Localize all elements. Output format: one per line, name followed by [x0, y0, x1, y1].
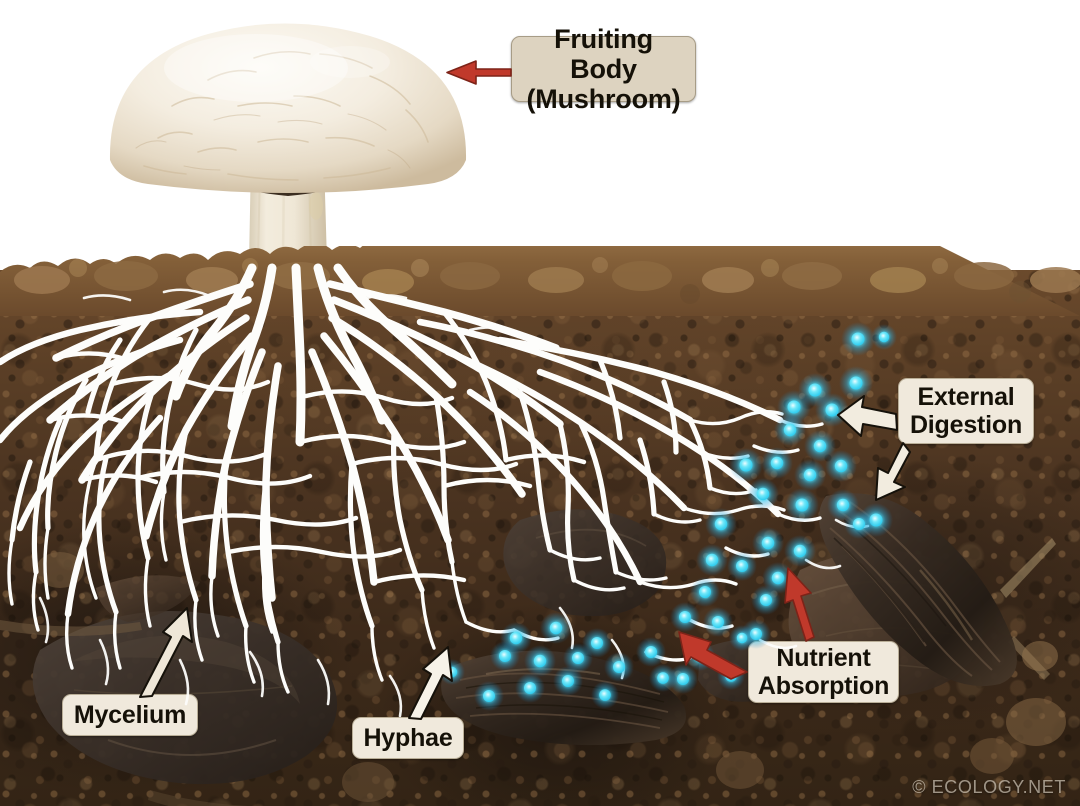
watermark: © ECOLOGY.NET — [912, 777, 1066, 797]
label-hyphae: Hyphae — [352, 717, 464, 759]
arrow-external-digestion-lower — [875, 442, 911, 501]
label-nutrient-absorption: Nutrient Absorption — [748, 641, 899, 703]
arrow-fruiting-body — [446, 60, 512, 85]
arrow-hyphae — [408, 646, 453, 720]
arrow-nutrient-absorption-left — [678, 631, 748, 680]
arrow-nutrient-absorption-upper — [784, 567, 815, 642]
mushroom-fruiting-body — [88, 10, 488, 280]
label-mycelium: Mycelium — [62, 694, 198, 736]
label-external-digestion: External Digestion — [898, 378, 1034, 444]
arrow-mycelium — [139, 607, 193, 698]
arrow-external-digestion-upper — [837, 395, 898, 437]
